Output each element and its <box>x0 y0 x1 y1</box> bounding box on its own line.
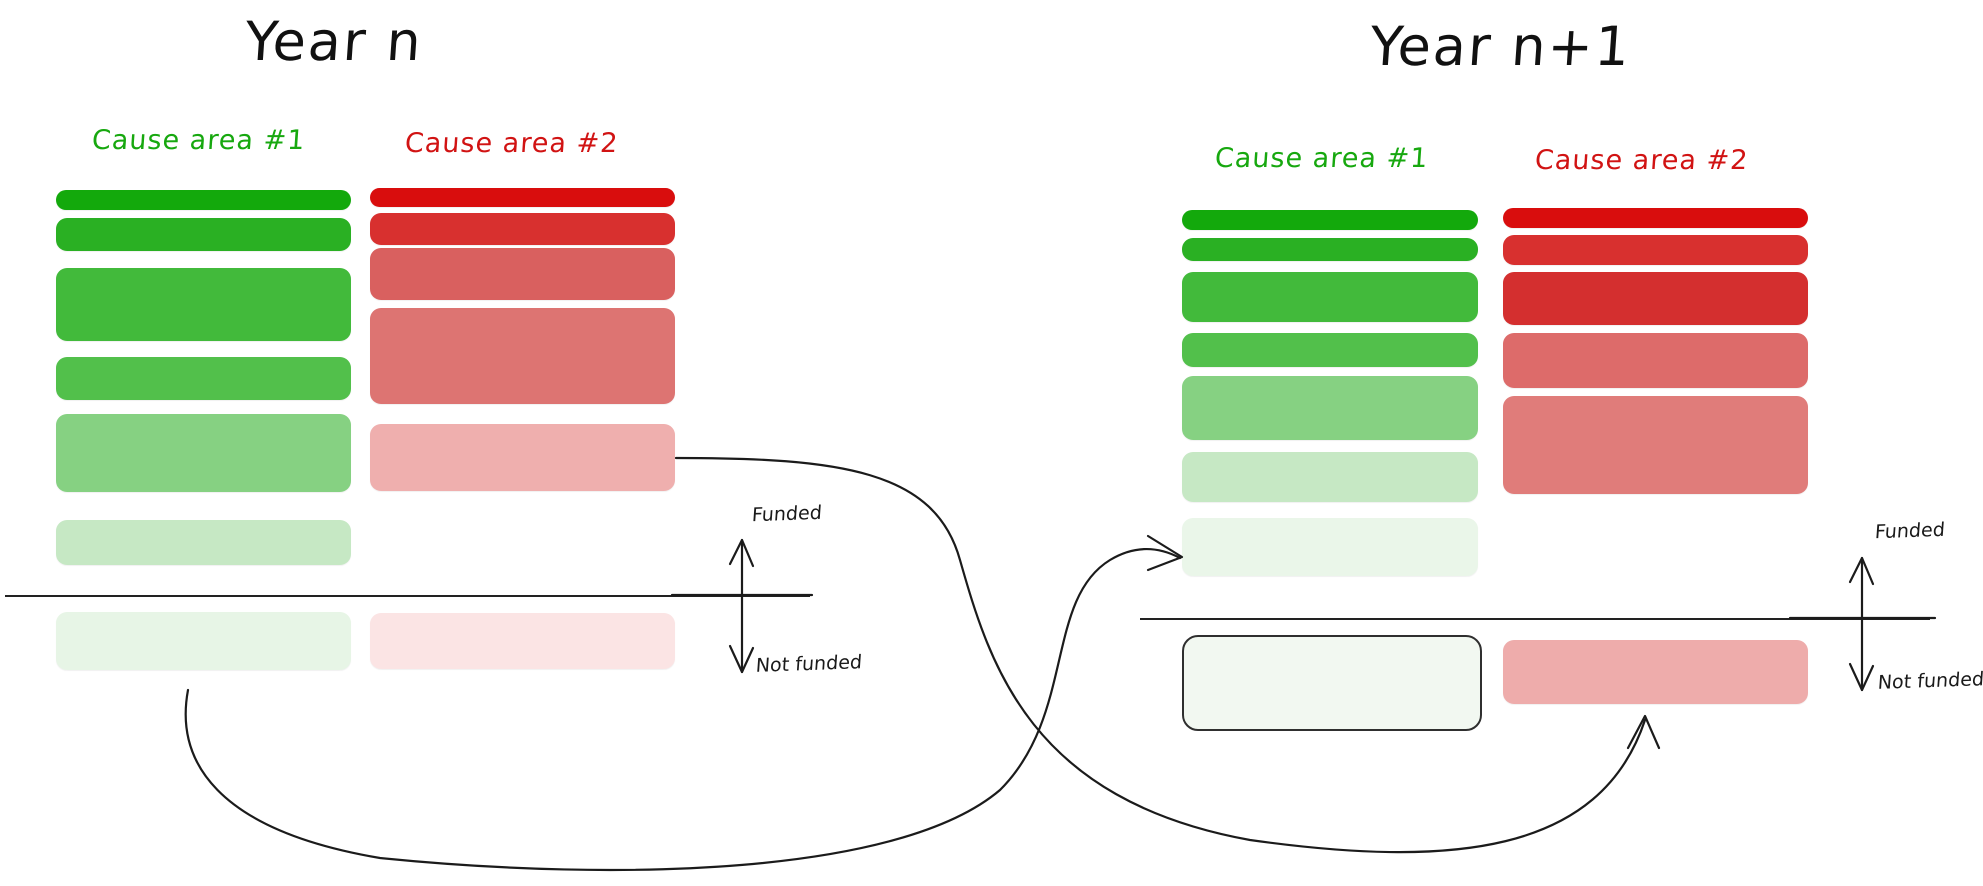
bar-year-n-plus-1-cause-area-1-3[interactable] <box>1182 272 1478 322</box>
baseline-year-n <box>5 595 810 597</box>
column-label-year-n-plus-1-cause-area-2: Cause area #2 <box>1533 145 1750 176</box>
bar-year-n-cause-area-1-4[interactable] <box>56 357 351 400</box>
bar-year-n-plus-1-cause-area-2-2[interactable] <box>1503 235 1808 265</box>
bar-year-n-cause-area-2-5[interactable] <box>370 424 675 491</box>
bar-year-n-cause-area-2-2[interactable] <box>370 213 675 245</box>
bar-year-n-cause-area-2-3[interactable] <box>370 248 675 300</box>
bar-year-n-plus-1-cause-area-1-1[interactable] <box>1182 210 1478 230</box>
bar-year-n-plus-1-cause-area-2-3[interactable] <box>1503 272 1808 325</box>
bar-year-n-cause-area-2-4[interactable] <box>370 308 675 404</box>
up-arrow-icon-year-n <box>728 538 755 568</box>
bar-year-n-cause-area-2-6[interactable] <box>370 613 675 669</box>
down-arrow-icon-year-n-plus-1 <box>1848 662 1875 692</box>
bar-year-n-plus-1-cause-area-1-7[interactable] <box>1182 518 1478 576</box>
bar-year-n-plus-1-cause-area-1-5[interactable] <box>1182 376 1478 440</box>
up-arrow-icon-year-n-plus-1 <box>1848 556 1875 586</box>
bar-year-n-cause-area-2-1[interactable] <box>370 188 675 207</box>
legend-funded-year-n-plus-1: Funded <box>1874 518 1946 544</box>
bar-year-n-cause-area-1-3[interactable] <box>56 268 351 341</box>
bar-year-n-plus-1-cause-area-2-4[interactable] <box>1503 333 1808 388</box>
legend-not-funded-year-n: Not funded <box>755 651 863 677</box>
legend-funded-year-n: Funded <box>751 501 823 527</box>
arrowhead-icon-cause2-unfunded-to-year2 <box>1626 714 1661 750</box>
bar-year-n-plus-1-cause-area-1-4[interactable] <box>1182 333 1478 367</box>
legend-not-funded-year-n-plus-1: Not funded <box>1877 668 1983 694</box>
column-label-year-n-cause-area-2: Cause area #2 <box>403 128 620 159</box>
arrowhead-icon-cause1-unfunded-to-year2-funded <box>1146 534 1184 572</box>
down-arrow-icon-year-n <box>728 644 755 674</box>
bar-year-n-plus-1-cause-area-1-8[interactable] <box>1182 635 1482 731</box>
bar-year-n-plus-1-cause-area-1-6[interactable] <box>1182 452 1478 502</box>
bar-year-n-plus-1-cause-area-2-5[interactable] <box>1503 396 1808 494</box>
panel-title-year-n-plus-1: Year n+1 <box>1367 15 1634 78</box>
connector-cause1-unfunded-to-year2-funded <box>184 548 1182 872</box>
column-label-year-n-plus-1-cause-area-1: Cause area #1 <box>1213 143 1430 174</box>
bar-year-n-cause-area-1-2[interactable] <box>56 218 351 251</box>
bar-year-n-cause-area-1-6[interactable] <box>56 520 351 565</box>
column-label-year-n-cause-area-1: Cause area #1 <box>90 125 307 156</box>
bar-year-n-plus-1-cause-area-1-2[interactable] <box>1182 238 1478 261</box>
bar-year-n-cause-area-1-7[interactable] <box>56 612 351 670</box>
bar-year-n-cause-area-1-1[interactable] <box>56 190 351 210</box>
bar-year-n-cause-area-1-5[interactable] <box>56 414 351 492</box>
bar-year-n-plus-1-cause-area-2-6[interactable] <box>1503 640 1808 704</box>
baseline-year-n-plus-1 <box>1140 618 1930 620</box>
panel-title-year-n: Year n <box>242 10 425 73</box>
bar-year-n-plus-1-cause-area-2-1[interactable] <box>1503 208 1808 228</box>
